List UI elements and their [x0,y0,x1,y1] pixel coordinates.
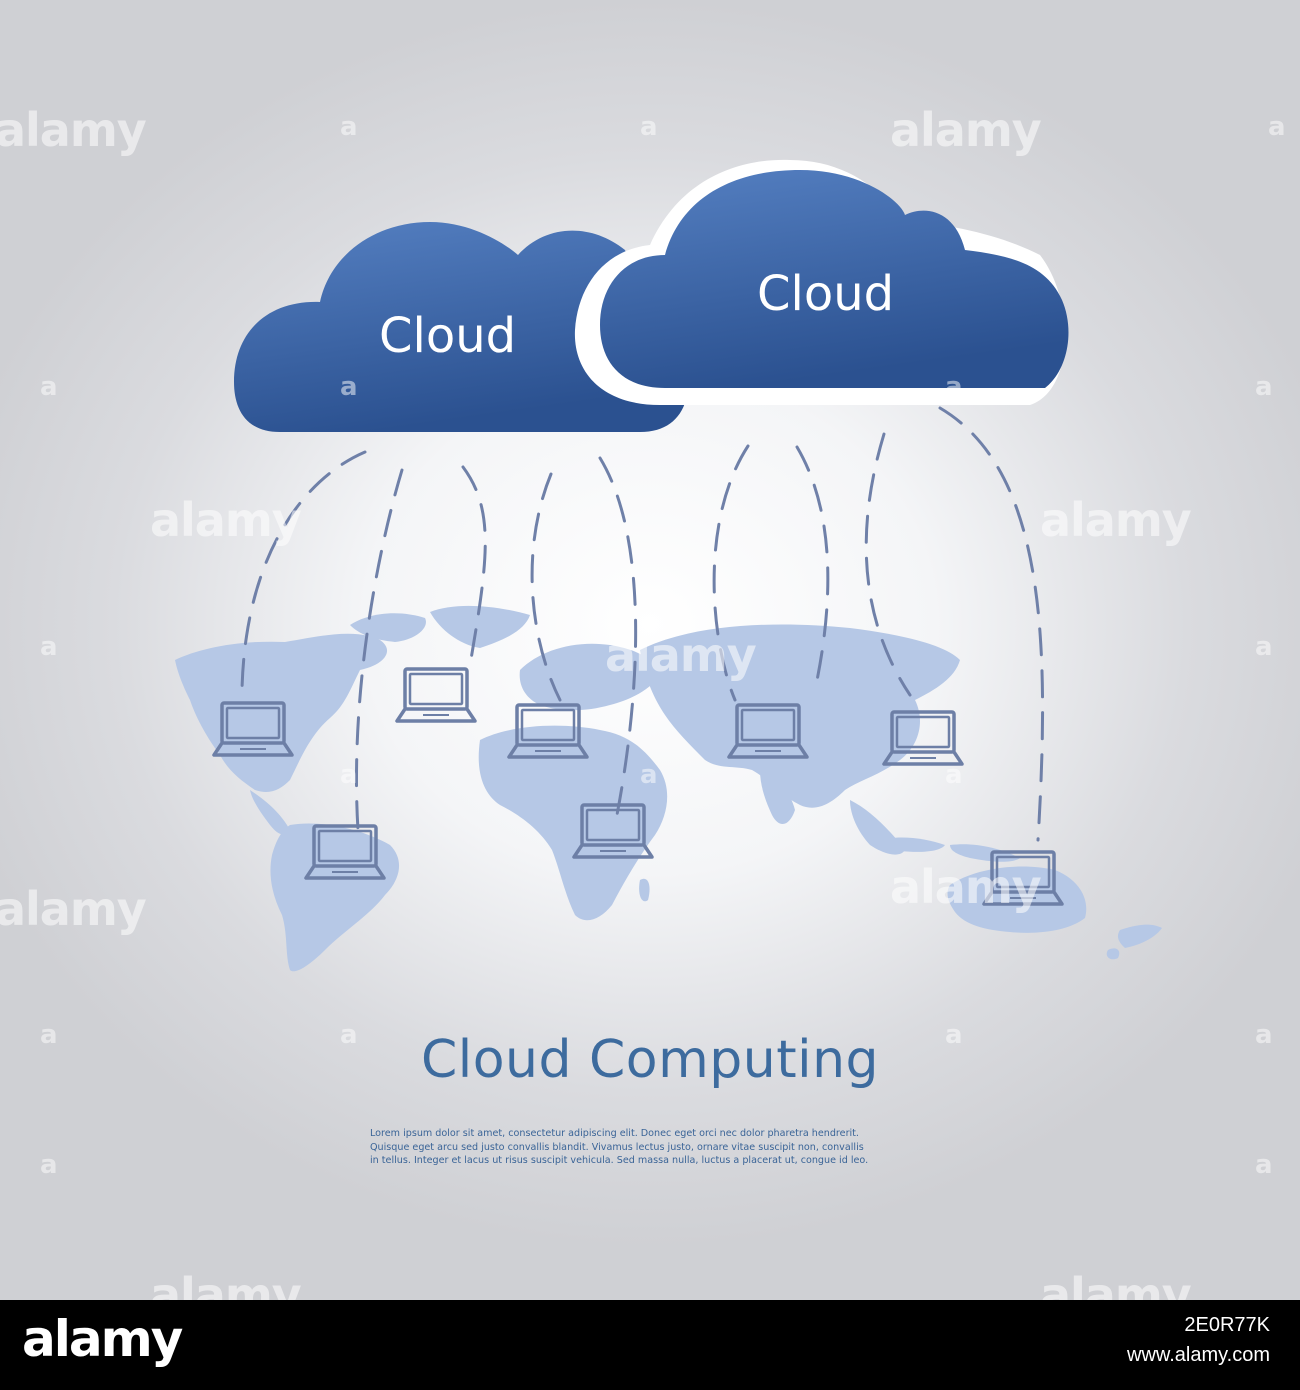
watermark-mark: a [1255,1150,1273,1180]
watermark-mark: a [40,372,58,402]
watermark-mark: a [340,760,358,790]
laptop-icon [507,703,589,759]
cloud-label-right: Cloud [757,266,895,322]
watermark-mark: a [1268,112,1286,142]
connection-lines [240,406,1045,842]
world-map [175,605,1162,972]
watermark-mark: a [1255,632,1273,662]
watermark-mark: a [40,1020,58,1050]
body-text: Lorem ipsum dolor sit amet, consectetur … [370,1127,895,1168]
laptop-icon [395,667,477,723]
watermark-mark: a [640,760,658,790]
watermark-mark: a [340,112,358,142]
watermark-mark: a [40,1150,58,1180]
image-id: 2E0R77K [1184,1314,1270,1336]
laptop-icon [982,850,1064,906]
laptop-icon [882,710,964,766]
body-line: in tellus. Integer et lacus ut risus sus… [370,1155,869,1166]
watermark-mark: a [945,760,963,790]
laptop-icon [727,703,809,759]
watermark-mark: a [340,372,358,402]
footer-bar: alamy 2E0R77K www.alamy.com [0,1300,1300,1390]
watermark-mark: a [640,112,658,142]
laptops [212,667,1064,906]
watermark-mark: a [340,1020,358,1050]
page-title: Cloud Computing [420,1030,880,1090]
laptop-icon [572,803,654,859]
footer-logo: alamy [22,1310,183,1368]
watermark-mark: a [40,632,58,662]
poster: Cloud Cloud Cloud Computing Lorem ipsum … [0,0,1300,1300]
watermark-mark: a [1255,1020,1273,1050]
laptop-icon [212,701,294,757]
watermark-mark: a [1255,372,1273,402]
watermark-mark: a [945,1020,963,1050]
cloud-icon [600,170,1069,388]
illustration [175,159,1162,972]
cloud-label-left: Cloud [379,308,517,364]
laptop-icon [304,824,386,880]
watermark-mark: a [945,372,963,402]
body-line: Quisque eget arcu sed justo convallis bl… [370,1141,864,1153]
site-url: www.alamy.com [1127,1344,1270,1366]
footer-info: 2E0R77K www.alamy.com [1127,1310,1270,1370]
body-line: Lorem ipsum dolor sit amet, consectetur … [370,1128,859,1139]
cloud-icon [234,222,686,432]
